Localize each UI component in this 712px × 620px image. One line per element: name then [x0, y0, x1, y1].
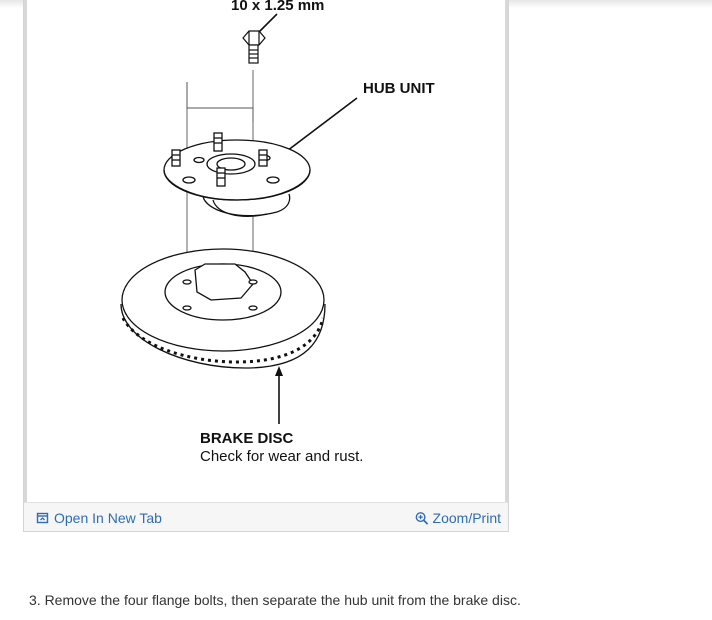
flange-bolt-drawing: [242, 30, 266, 64]
brake-disc-label: BRAKE DISC: [200, 430, 294, 447]
open-in-new-tab-label: Open In New Tab: [54, 510, 162, 526]
brake-disc-drawing: [120, 248, 326, 369]
zoom-print-label: Zoom/Print: [432, 510, 501, 526]
hub-unit-label: HUB UNIT: [363, 80, 435, 97]
open-in-new-tab-link[interactable]: Open In New Tab: [36, 510, 162, 526]
open-new-tab-icon: [36, 511, 50, 525]
zoom-in-icon: [415, 511, 429, 525]
step-instruction-text: 3. Remove the four flange bolts, then se…: [29, 592, 521, 608]
hub-brake-disc-diagram: 10 x 1.25 mm HUB UN: [120, 0, 435, 465]
zoom-print-link[interactable]: Zoom/Print: [415, 510, 501, 526]
hub-unit-drawing: [163, 132, 311, 217]
figure-image[interactable]: 10 x 1.25 mm HUB UN: [24, 0, 508, 502]
figure-card: 10 x 1.25 mm HUB UN: [23, 0, 509, 532]
bolt-spec-label: 10 x 1.25 mm: [231, 0, 324, 14]
figure-footer-bar: Open In New Tab Zoom/Print: [24, 502, 508, 531]
brake-disc-note: Check for wear and rust.: [200, 448, 363, 465]
